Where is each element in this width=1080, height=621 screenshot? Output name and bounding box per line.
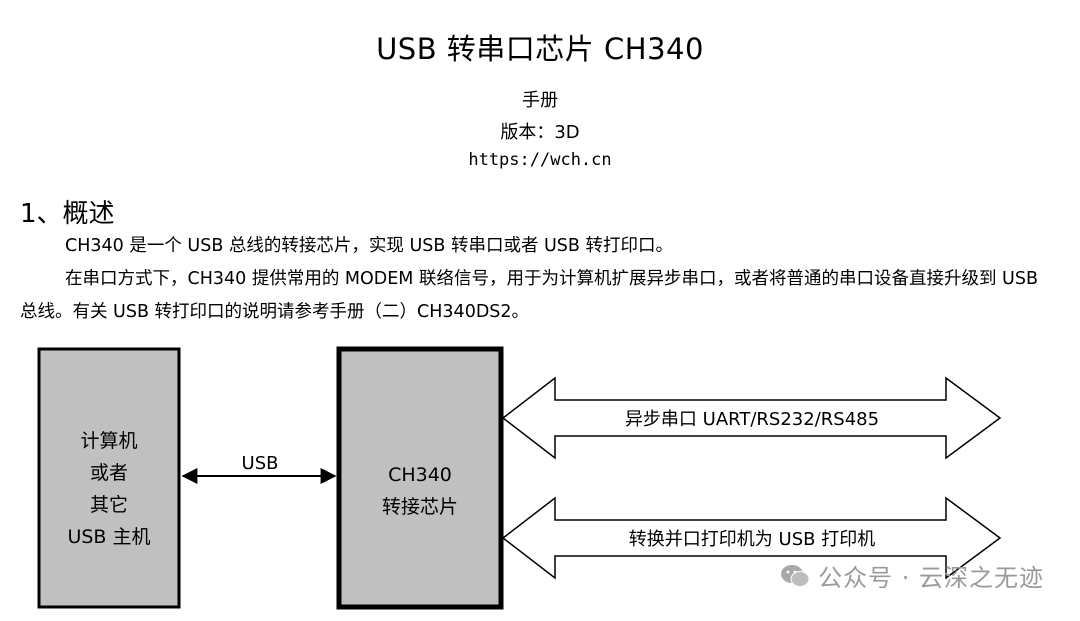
uart-double-arrow — [501, 376, 1002, 460]
chip-box — [336, 346, 504, 610]
wechat-icon — [781, 564, 810, 587]
document-url: https://wch.cn — [468, 150, 612, 170]
document-title: USB 转串口芯片 CH340 — [376, 32, 704, 66]
paragraph-1-text: CH340 是一个 USB 总线的转接芯片，实现 USB 转串口或者 USB 转… — [65, 236, 673, 256]
printer-arrow-label: 转换并口打印机为 USB 打印机 — [629, 529, 875, 550]
host-box-line-1: 计算机 — [80, 430, 137, 452]
chip-box-line-1: CH340 — [388, 464, 452, 486]
paragraph-2-text: 在串口方式下，CH340 提供常用的 MODEM 联络信号，用于为计算机扩展异步… — [20, 269, 1038, 322]
watermark: 公众号 · 云深之无迹 — [780, 558, 1044, 593]
chip-box-line-2: 转接芯片 — [382, 496, 458, 518]
document-subtitle: 手册 — [522, 90, 558, 111]
printer-double-arrow — [501, 496, 1002, 580]
paragraph-1: CH340 是一个 USB 总线的转接芯片，实现 USB 转串口或者 USB 转… — [20, 230, 1060, 263]
host-box-line-3: 其它 — [90, 494, 128, 516]
watermark-text: 公众号 · 云深之无迹 — [818, 564, 1044, 592]
section-heading: 1、概述 — [20, 199, 115, 229]
host-box-line-2: 或者 — [90, 462, 128, 484]
paragraph-2: 在串口方式下，CH340 提供常用的 MODEM 联络信号，用于为计算机扩展异步… — [20, 263, 1060, 329]
uart-arrow-label: 异步串口 UART/RS232/RS485 — [625, 409, 879, 430]
document-version: 版本：3D — [500, 122, 580, 143]
host-box-line-4: USB 主机 — [67, 526, 150, 548]
usb-link-label: USB — [242, 453, 279, 474]
host-box — [37, 347, 181, 609]
